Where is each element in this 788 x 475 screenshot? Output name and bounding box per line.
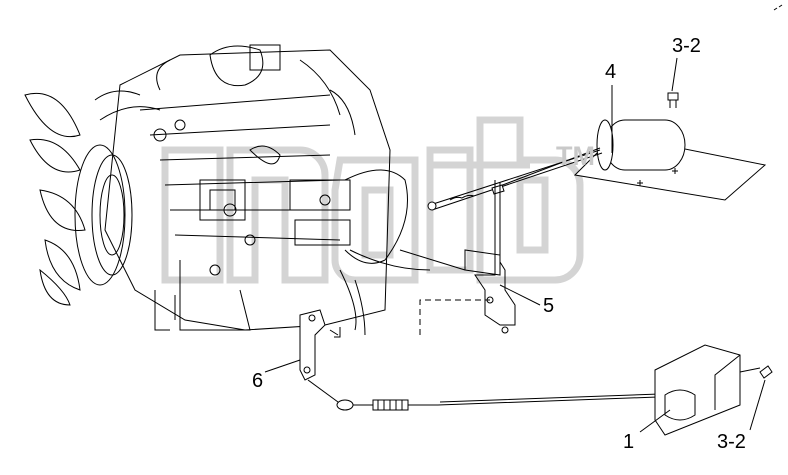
hand-control-box [654, 344, 741, 436]
watermark-tm: TM [556, 141, 595, 171]
callout-5: 5 [543, 295, 555, 317]
watermark-logo [161, 116, 584, 284]
leader-lines [264, 57, 766, 433]
dashed-leader [419, 299, 490, 335]
engine-fan [24, 92, 133, 306]
throttle-cable [336, 367, 761, 411]
corner-mark [773, 4, 783, 11]
cable-bracket [299, 309, 341, 403]
callout-1: 1 [623, 431, 635, 453]
bolt-bottom [759, 365, 773, 379]
callout-3-2-bottom: 3-2 [717, 431, 746, 453]
callout-3-2-top: 3-2 [672, 35, 701, 57]
bolt-top [667, 92, 679, 108]
solenoid-actuator [499, 119, 767, 201]
callout-6: 6 [252, 370, 264, 392]
callout-4: 4 [605, 61, 617, 83]
engine-block [94, 44, 431, 336]
